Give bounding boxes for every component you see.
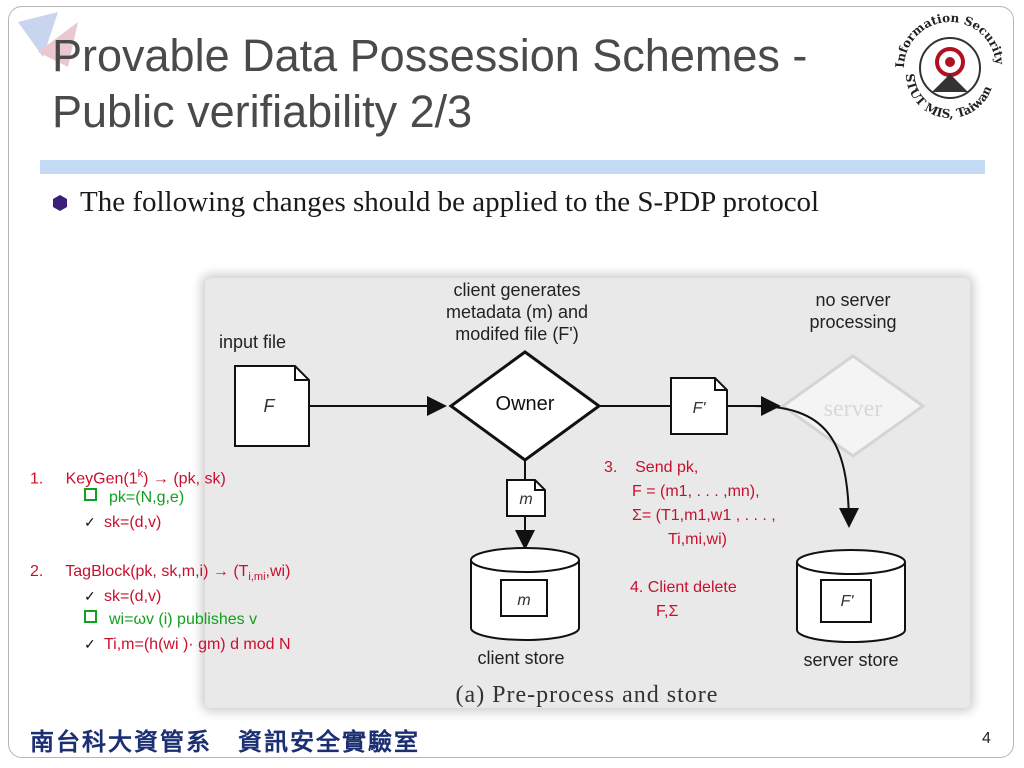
modified-file-icon <box>670 377 728 435</box>
step-2-T-item: ✓ Ti,m=(h(wi )· gm) d mod N <box>84 632 291 657</box>
client-store-m-label: m <box>517 592 530 609</box>
input-file-icon <box>234 365 310 447</box>
step-2-T: Ti,m=(h(wi )· gm) d mod N <box>104 636 291 653</box>
step-2-sk: sk=(d,v) <box>104 588 162 605</box>
title-underline <box>40 160 985 174</box>
step-2-sk-item: ✓ sk=(d,v) <box>84 584 161 609</box>
no-server-line1: no server <box>815 290 890 310</box>
bullet-item: The following changes should be applied … <box>52 186 819 219</box>
corner-decoration <box>18 12 78 67</box>
client-generates-line3: modifed file (F') <box>455 324 578 344</box>
step-4-items: F,Σ <box>656 603 679 620</box>
client-store-cylinder <box>470 547 580 641</box>
step-2-num: 2. <box>30 563 44 580</box>
no-server-line2: processing <box>809 312 896 332</box>
square-bullet-icon <box>84 488 97 501</box>
step-1-keygen: KeyGen(1 <box>65 470 138 488</box>
step-1: 1. KeyGen(1k) → (pk, sk) <box>30 462 226 491</box>
step-2-w: wi=ωv (i) publishes v <box>109 611 258 628</box>
step-1-pk-item: pk=(N,g,e) <box>84 486 184 510</box>
metadata-file-icon <box>506 479 546 517</box>
server-store-f-label: F' <box>841 593 855 610</box>
step-2-tagblock: TagBlock(pk, sk,m,i) → (T <box>65 563 249 580</box>
square-bullet-icon <box>84 610 97 623</box>
title-line-2: Public verifiability 2/3 <box>52 86 473 137</box>
page-number: 4 <box>982 730 991 747</box>
step-1-tail: ) → (pk, sk) <box>143 470 226 488</box>
lab-logo: Information Security Lab. STUT MIS, Taiw… <box>886 4 1007 121</box>
server-store-cylinder <box>796 549 906 643</box>
step-1-sk-item: ✓ sk=(d,v) <box>84 510 161 535</box>
meta-m-label: m <box>519 491 532 508</box>
footer-lab-name: 南台科大資管系 資訊安全實驗室 <box>30 727 420 756</box>
step-2-w-item: wi=ωv (i) publishes v <box>84 608 257 632</box>
owner-label: Owner <box>496 393 555 415</box>
step-3-sigma: Σ= (T1,m1,w1 , . . . , <box>632 507 776 524</box>
client-generates-line2: metadata (m) and <box>446 302 588 322</box>
step-2-tail: ,wi) <box>265 563 291 580</box>
checkmark-icon: ✓ <box>84 588 96 604</box>
figure-caption: (a) Pre-process and store <box>456 682 719 708</box>
step-3-num: 3. <box>604 459 618 476</box>
server-diamond <box>780 354 926 458</box>
step-4: 4. Client delete <box>630 579 737 596</box>
step-3: 3. Send pk, <box>604 456 698 480</box>
server-store-label: server store <box>803 650 898 670</box>
title-line-1: Provable Data Possession Schemes - <box>52 30 808 81</box>
step-1-num: 1. <box>30 470 44 488</box>
input-file-label: input file <box>219 332 286 352</box>
step-1-sk: sk=(d,v) <box>104 514 162 531</box>
checkmark-icon: ✓ <box>84 514 96 530</box>
file-fprime-label: F' <box>693 400 707 417</box>
server-label: server <box>824 396 883 422</box>
pdp-diagram: input file F client generates metadata (… <box>219 280 926 708</box>
step-3-send: Send pk, <box>635 459 699 476</box>
step-3-tail: Ti,mi,wi) <box>668 531 727 548</box>
step-1-pk: pk=(N,g,e) <box>109 489 185 506</box>
step-3-f: F = (m1, . . . ,mn), <box>632 483 760 500</box>
step-1-sup: k <box>137 468 144 480</box>
slide-title: Provable Data Possession Schemes - Publi… <box>52 28 912 140</box>
checkmark-icon: ✓ <box>84 636 96 652</box>
client-store-label: client store <box>477 648 564 668</box>
bullet-text: The following changes should be applied … <box>80 186 820 218</box>
step-2-sub: i,mi <box>248 571 266 584</box>
file-f-label: F <box>264 396 276 416</box>
hexagon-bullet-icon <box>53 194 67 211</box>
arrow-to-server-store <box>752 405 859 528</box>
step-2: 2. TagBlock(pk, sk,m,i) → (Ti,mi,wi) <box>30 560 290 589</box>
client-generates-line1: client generates <box>453 280 580 300</box>
